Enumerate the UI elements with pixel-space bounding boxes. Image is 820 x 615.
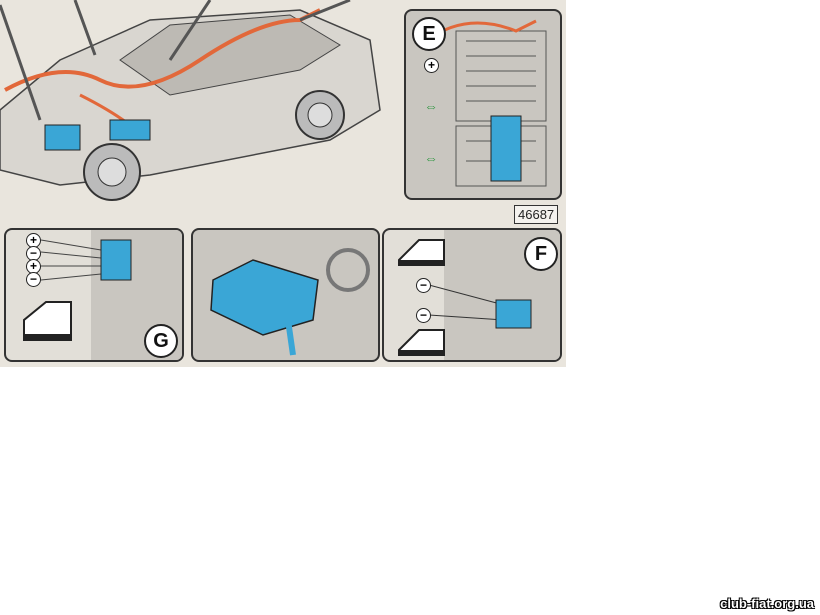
panel-label-g: G [144, 324, 178, 358]
diagram-scan: ⇔ ⇔ E + 46687 + − + − G [0, 0, 566, 367]
panel-g: + − + − G [4, 228, 184, 362]
minus-symbol: − [416, 308, 431, 323]
car-illustration [0, 0, 381, 201]
panel-dashboard [191, 228, 380, 362]
panel-label-e: E [412, 17, 446, 51]
watermark: club-fiat.org.ua [720, 596, 814, 611]
panel-label-f: F [524, 237, 558, 271]
svg-text:⇔: ⇔ [424, 150, 438, 166]
minus-symbol: − [26, 272, 41, 287]
plus-symbol: + [424, 58, 439, 73]
figure-number: 46687 [514, 205, 559, 224]
panel-e: ⇔ ⇔ E + [404, 9, 562, 200]
control-unit-drawing [210, 248, 370, 356]
plus-symbol: + [26, 259, 41, 274]
panel-f: − − F [382, 228, 562, 362]
svg-text:⇔: ⇔ [424, 98, 438, 114]
fuse-box-e-drawing: ⇔ ⇔ [424, 19, 547, 187]
minus-symbol: − [416, 278, 431, 293]
